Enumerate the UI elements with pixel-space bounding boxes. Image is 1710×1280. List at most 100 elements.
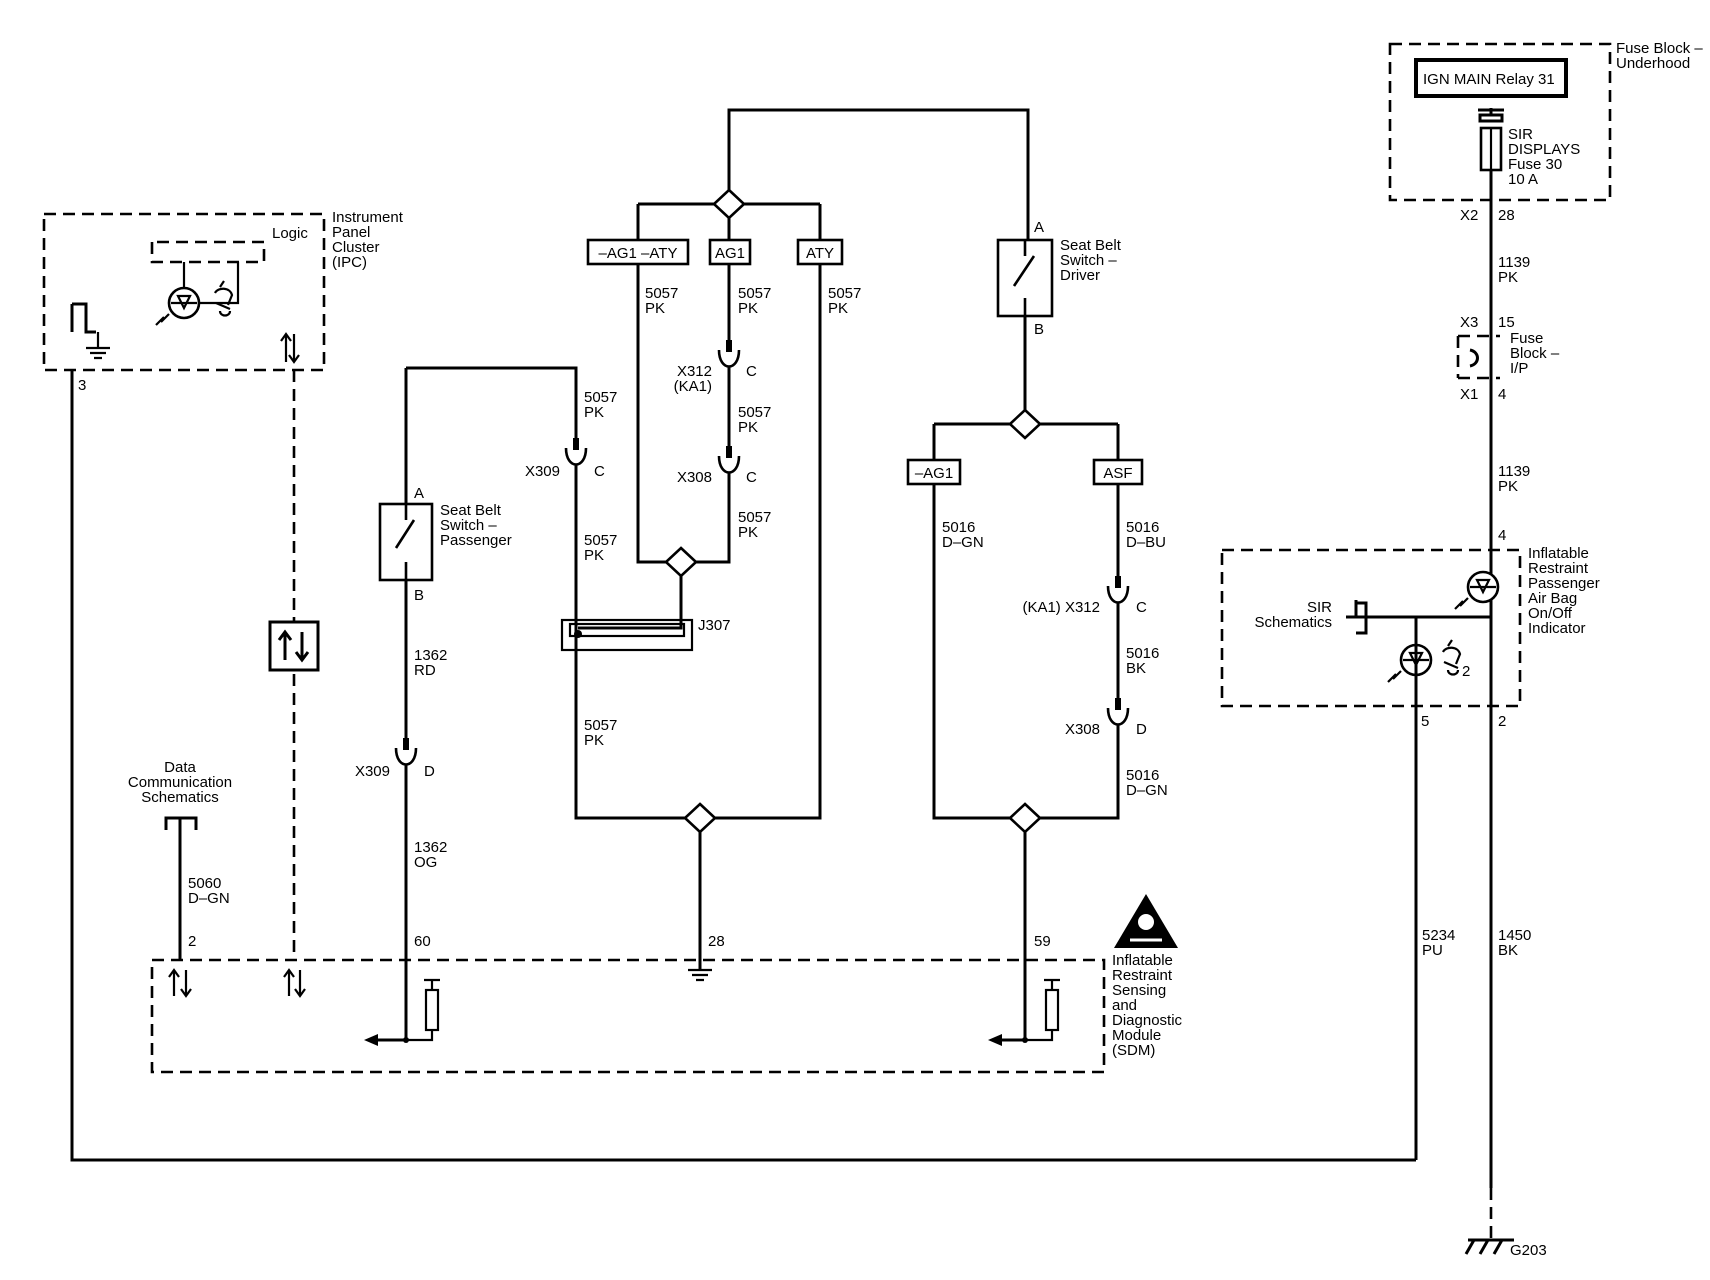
conn-x308-d: D [1136,721,1147,738]
option-asf: ASF [1092,458,1144,486]
sdm-pin59: 59 [1034,933,1051,950]
option-aty-label: ATY [806,245,834,262]
option-ag1-aty: –AG1 –ATY [586,238,690,266]
text-line: 5057 [645,285,678,302]
text-line: Data [164,759,196,776]
sdm-pin28: 28 [708,933,725,950]
text-line: PK [738,524,758,541]
text-line: 5234 [1422,927,1455,944]
text-line: Cluster [332,239,380,256]
text-line: Seat Belt [440,502,502,519]
text-line: PK [1498,478,1518,495]
indicator-pin2: 2 [1498,713,1506,730]
text-line: (IPC) [332,254,367,271]
ign-main-relay-label: IGN MAIN Relay 31 [1423,71,1555,88]
seat-belt-icon-ipc [214,280,234,317]
text-line: D–BU [1126,534,1166,551]
text-line: Switch – [440,517,497,534]
text-line: On/Off [1528,605,1573,622]
text-line: PK [645,300,665,317]
conn-ka1-x312: (KA1) X312 [1022,599,1100,616]
text-line: Fuse Block – [1616,40,1703,57]
text-line: 5016 [1126,645,1159,662]
conn-x309-d: D [424,763,435,780]
fuse-block-ip-pin15: 15 [1498,314,1515,331]
text-line: 5057 [738,509,771,526]
ground-g203-label: G203 [1510,1242,1547,1259]
text-line: PK [584,404,604,421]
text-line: BK [1498,942,1518,959]
text-line: PK [828,300,848,317]
text-line: Schematics [141,789,219,806]
splice-j307: J307 [560,617,731,652]
text-line: D–GN [942,534,984,551]
conn-x309: X309 [525,463,560,480]
text-line: 5057 [584,532,617,549]
text-line: PK [584,547,604,564]
text-line: PK [584,732,604,749]
ipc-logic-label: Logic [272,225,308,242]
text-line: PK [738,419,758,436]
text-line: Restraint [1112,967,1173,984]
text-line: 5016 [1126,519,1159,536]
indicator-pin5: 5 [1421,713,1429,730]
text-line: PU [1422,942,1443,959]
text-line: 5057 [828,285,861,302]
text-line: Sensing [1112,982,1166,999]
text-line: 5057 [738,285,771,302]
fuse-block-underhood-label: Fuse Block –Underhood [1616,40,1703,72]
fuse-block-ip-x1: X1 [1460,386,1478,403]
text-line: 1362 [414,839,447,856]
text-line: SIR [1508,126,1533,143]
data-link-box [268,620,320,672]
text-line: 5057 [584,717,617,734]
conn-x309-c: C [594,463,605,480]
text-line: OG [414,854,437,871]
text-line: (KA1) [674,378,712,395]
conn-ka1-x312-c: C [1136,599,1147,616]
text-line: I/P [1510,360,1528,377]
conn-x309-d-name: X309 [355,763,390,780]
text-line: 5057 [584,389,617,406]
text-line: 1450 [1498,927,1531,944]
conn-x312-c: C [746,363,757,380]
option-asf-label: ASF [1103,465,1132,482]
text-line: Fuse [1510,330,1543,347]
text-line: Schematics [1254,614,1332,631]
text-line: Module [1112,1027,1161,1044]
text-line: Indicator [1528,620,1586,637]
text-line: Air Bag [1528,590,1577,607]
indicator-icon-sub: 2 [1462,663,1470,680]
text-line: Communication [128,774,232,791]
splice-j307-label: J307 [698,617,731,634]
text-line: PK [738,300,758,317]
indicator-pin4: 4 [1498,527,1506,544]
seat-belt-passenger-a: A [414,485,424,502]
option-neg-ag1: –AG1 [906,458,962,486]
conn-x2: X2 [1460,207,1478,224]
seat-belt-icon-indicator [1442,639,1462,676]
